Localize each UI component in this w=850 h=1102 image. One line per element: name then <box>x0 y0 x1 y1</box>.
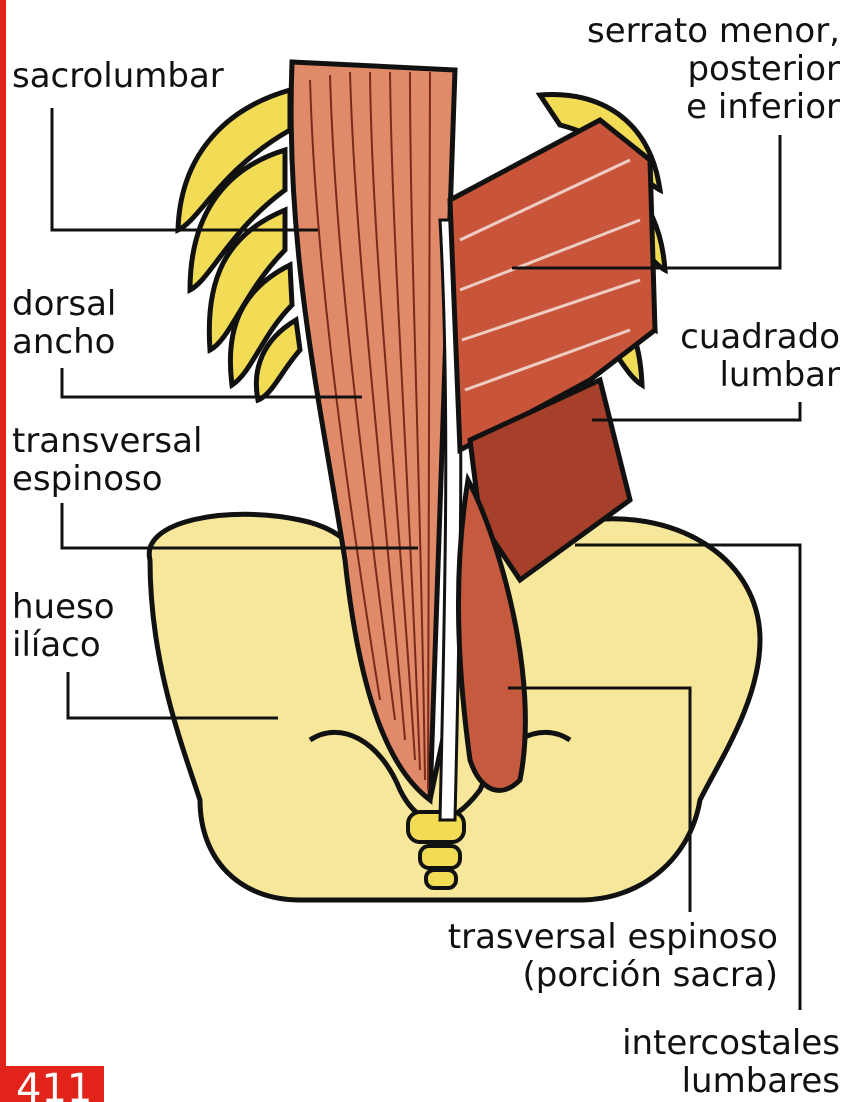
label-serrato-line1: serrato menor, <box>587 12 840 50</box>
label-intercostales-line1: intercostales <box>622 1024 840 1062</box>
label-intercostales: intercostales lumbares <box>622 1024 840 1100</box>
label-cuadrado: cuadrado lumbar <box>680 318 840 394</box>
page-number: 411 <box>16 1066 92 1102</box>
label-dorsal-line2: ancho <box>12 323 116 361</box>
label-trasversal-sacra: trasversal espinoso (porción sacra) <box>448 918 778 994</box>
label-serrato: serrato menor, posterior e inferior <box>587 12 840 126</box>
page-edge-bar <box>0 0 6 1102</box>
label-transversal: transversal espinoso <box>12 422 202 498</box>
label-intercostales-line2: lumbares <box>622 1062 840 1100</box>
label-hueso-line1: hueso <box>12 588 115 626</box>
label-dorsal-line1: dorsal <box>12 285 116 323</box>
label-trasversal-sacra-line1: trasversal espinoso <box>448 918 778 956</box>
label-transversal-line1: transversal <box>12 422 202 460</box>
label-cuadrado-line2: lumbar <box>680 356 840 394</box>
label-serrato-line2: posterior <box>587 50 840 88</box>
label-transversal-line2: espinoso <box>12 460 202 498</box>
label-sacrolumbar-text: sacrolumbar <box>12 56 224 96</box>
label-serrato-line3: e inferior <box>587 88 840 126</box>
label-cuadrado-line1: cuadrado <box>680 318 840 356</box>
label-dorsal: dorsal ancho <box>12 285 116 361</box>
page-number-badge: 411 <box>0 1066 104 1102</box>
label-hueso: hueso ilíaco <box>12 588 115 664</box>
left-ribs <box>178 90 300 400</box>
label-trasversal-sacra-line2: (porción sacra) <box>448 956 778 994</box>
label-sacrolumbar: sacrolumbar <box>12 57 224 95</box>
leader-cuadrado <box>592 402 800 420</box>
label-hueso-line2: ilíaco <box>12 626 115 664</box>
